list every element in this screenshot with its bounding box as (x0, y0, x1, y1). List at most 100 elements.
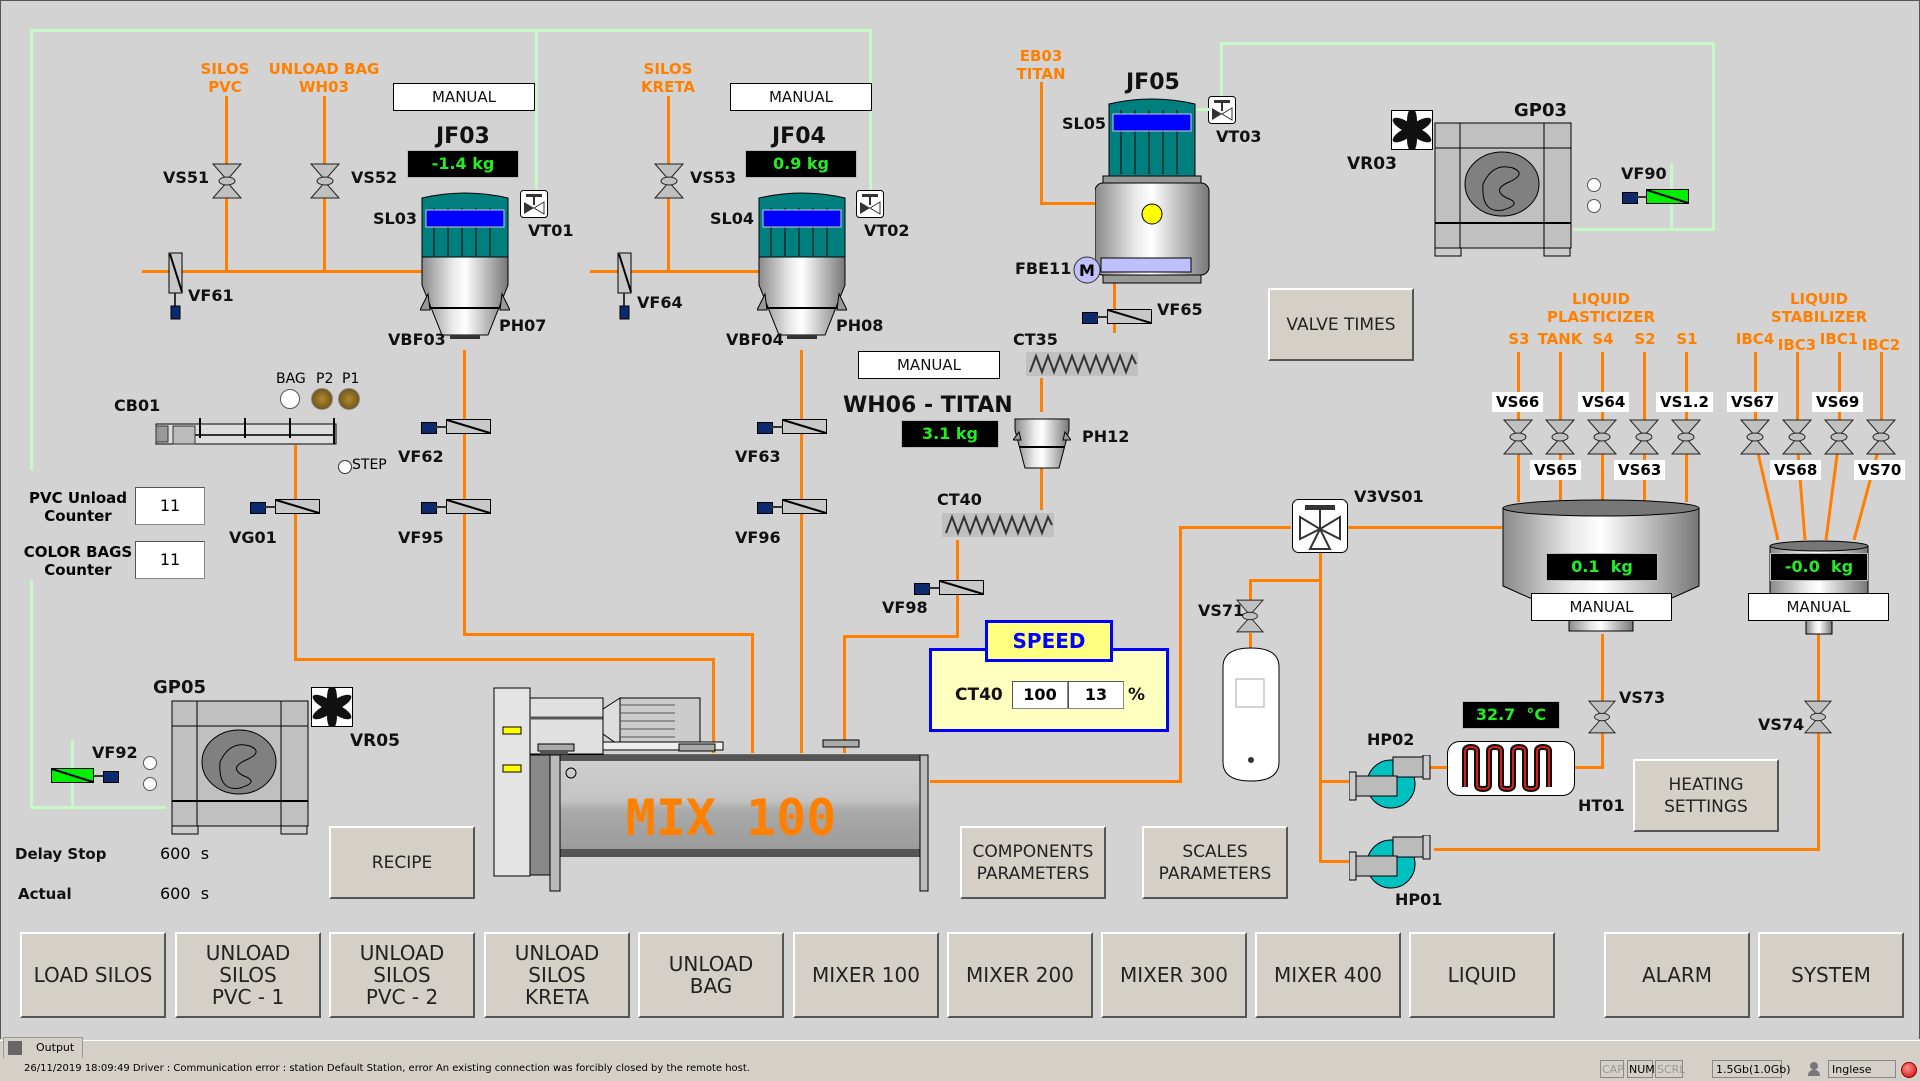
jf04-level-label: SL04 (710, 209, 754, 228)
pipe (1574, 766, 1604, 769)
hp01-pump[interactable] (1349, 835, 1431, 890)
output-tab[interactable]: Output (3, 1037, 83, 1058)
ht01-heater[interactable] (1447, 741, 1575, 797)
vs53-valve-icon[interactable] (654, 163, 684, 199)
vs74-valve-icon[interactable] (1804, 700, 1832, 734)
speed-setpoint-input[interactable]: 100 (1012, 681, 1068, 709)
vg01-label: VG01 (229, 528, 277, 547)
pipe (142, 270, 422, 273)
vt03-vent-valve-icon[interactable] (1208, 96, 1236, 124)
plasticizer-tank-mode-button[interactable]: MANUAL (1531, 593, 1672, 621)
color-bags-counter-value[interactable]: 11 (135, 541, 205, 579)
gp05-pump[interactable] (170, 700, 310, 836)
user-icon[interactable] (1808, 1062, 1820, 1076)
language-selector[interactable]: Inglese (1828, 1060, 1896, 1078)
nav-button[interactable]: LOAD SILOS (20, 932, 166, 1018)
nav-button-label: UNLOAD SILOS (359, 941, 445, 987)
stabilizer-valve-icon[interactable] (1866, 419, 1896, 455)
vr05-fan-icon[interactable] (311, 687, 353, 727)
vr03-fan-icon[interactable] (1391, 110, 1433, 150)
ct35-screw-conveyor[interactable] (1026, 352, 1138, 376)
jf05-feeder (1095, 98, 1210, 284)
plasticizer-valve-icon[interactable] (1545, 419, 1575, 455)
ph07-label: PH07 (499, 316, 547, 335)
valve-times-button[interactable]: VALVE TIMES (1268, 288, 1414, 361)
jf03-title: JF03 (436, 124, 490, 149)
jf03-mode-button[interactable]: MANUAL (393, 83, 535, 111)
gp03-pump[interactable] (1433, 122, 1573, 258)
vf62-valve[interactable] (421, 419, 491, 435)
stabilizer-valve-icon[interactable] (1782, 419, 1812, 455)
vf64-valve-icon[interactable] (617, 252, 633, 320)
actuator (421, 422, 437, 434)
nav-button[interactable]: SYSTEM (1758, 932, 1904, 1018)
pvc-unload-counter-value[interactable]: 11 (135, 487, 205, 525)
output-icon (8, 1041, 22, 1055)
stabilizer-tank-mode-button[interactable]: MANUAL (1748, 593, 1889, 621)
vf65-valve[interactable] (1082, 309, 1152, 325)
cb01-conveyor[interactable] (155, 418, 339, 446)
nav-button[interactable]: MIXER 100 (793, 932, 939, 1018)
pipe (1179, 526, 1182, 783)
mix100-mixer[interactable]: MIX 100 (493, 685, 933, 895)
nav-button[interactable]: ALARM (1604, 932, 1750, 1018)
recipe-button[interactable]: RECIPE (329, 826, 475, 899)
vr03-label: VR03 (1347, 154, 1397, 174)
p1-indicator-lamp (338, 388, 360, 410)
vbf04-label: VBF04 (726, 330, 784, 349)
vf90-valve[interactable] (1622, 189, 1690, 205)
jf04-mode-button[interactable]: MANUAL (730, 83, 872, 111)
nav-button[interactable]: MIXER 300 (1101, 932, 1247, 1018)
vf92-valve[interactable] (51, 768, 119, 784)
vf95-valve[interactable] (421, 499, 491, 515)
actuator (421, 502, 437, 514)
flap-icon (1107, 309, 1152, 324)
v3vs01-three-way-valve-icon[interactable] (1292, 499, 1348, 553)
nav-button[interactable]: LIQUID (1409, 932, 1555, 1018)
ct40-screw-conveyor[interactable] (942, 513, 1054, 537)
ph12-label: PH12 (1082, 427, 1130, 446)
source-s2: S2 (1634, 330, 1656, 348)
vs71-valve-icon[interactable] (1236, 599, 1264, 633)
pipe (1319, 860, 1349, 863)
pipe (845, 635, 959, 638)
vt01-label: VT01 (528, 221, 574, 240)
vf61-valve-icon[interactable] (168, 252, 184, 320)
nav-button[interactable]: MIXER 400 (1255, 932, 1401, 1018)
vt01-vent-valve-icon[interactable] (520, 190, 548, 218)
stabilizer-valve-icon[interactable] (1740, 419, 1770, 455)
hp02-pump[interactable] (1349, 755, 1431, 810)
wh06-mode-button[interactable]: MANUAL (858, 351, 1000, 379)
vf62-label: VF62 (398, 447, 444, 466)
vf92-label: VF92 (92, 743, 138, 762)
actuator (1082, 312, 1098, 324)
p2-indicator-label: P2 (316, 371, 334, 387)
vs51-valve-icon[interactable] (212, 163, 242, 199)
plasticizer-valve-icon[interactable] (1629, 419, 1659, 455)
pipe (1319, 780, 1349, 783)
vf98-valve[interactable] (914, 580, 984, 596)
stabilizer-valve-icon[interactable] (1824, 419, 1854, 455)
vf63-valve[interactable] (757, 419, 827, 435)
plasticizer-valve-icon[interactable] (1503, 419, 1533, 455)
p2-indicator-lamp (311, 388, 333, 410)
nav-button[interactable]: MIXER 200 (947, 932, 1093, 1018)
vs52-valve-icon[interactable] (310, 163, 340, 199)
vs73-valve-icon[interactable] (1588, 700, 1616, 734)
nav-button-label: BAG (689, 974, 733, 998)
vg01-valve[interactable] (250, 499, 320, 515)
vf96-valve[interactable] (757, 499, 827, 515)
plasticizer-valve-icon[interactable] (1587, 419, 1617, 455)
plasticizer-valve-icon[interactable] (1671, 419, 1701, 455)
fbe11-motor-icon[interactable]: M (1073, 256, 1101, 284)
plasticizer-tank-weight-display: 0.1 kg (1546, 553, 1658, 581)
vt02-vent-valve-icon[interactable] (856, 190, 884, 218)
pipe (1249, 579, 1322, 582)
